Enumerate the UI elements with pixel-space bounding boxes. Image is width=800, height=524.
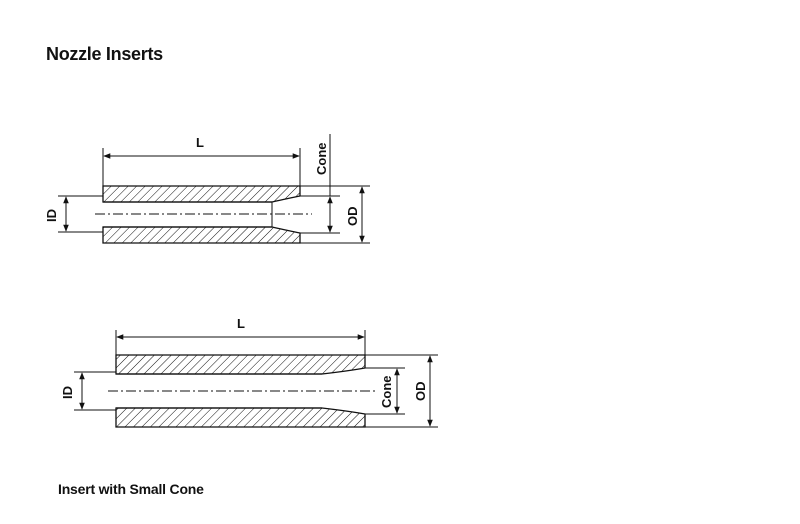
insert2-length-label: L (237, 316, 245, 331)
insert2-cone-label: Cone (379, 376, 394, 409)
insert2-od-label: OD (413, 382, 428, 402)
diagram-standard-insert (58, 134, 370, 244)
insert1-top-wall (102, 185, 301, 203)
insert2-top-wall (115, 354, 366, 375)
insert1-length-label: L (196, 135, 204, 150)
insert1-cone-label: Cone (314, 143, 329, 176)
title-rest: Inserts (105, 44, 163, 64)
title-bold: Nozzle (46, 44, 102, 64)
insert1-bottom-wall (102, 226, 301, 244)
insert1-od-label: OD (345, 207, 360, 227)
diagram-small-cone-insert (74, 330, 438, 428)
insert2-bottom-wall (115, 407, 366, 428)
insert2-id-label: ID (60, 386, 75, 399)
insert1-id-label: ID (44, 209, 59, 222)
page-title: Nozzle Inserts (46, 44, 163, 65)
diagram-caption: Insert with Small Cone (58, 481, 204, 497)
